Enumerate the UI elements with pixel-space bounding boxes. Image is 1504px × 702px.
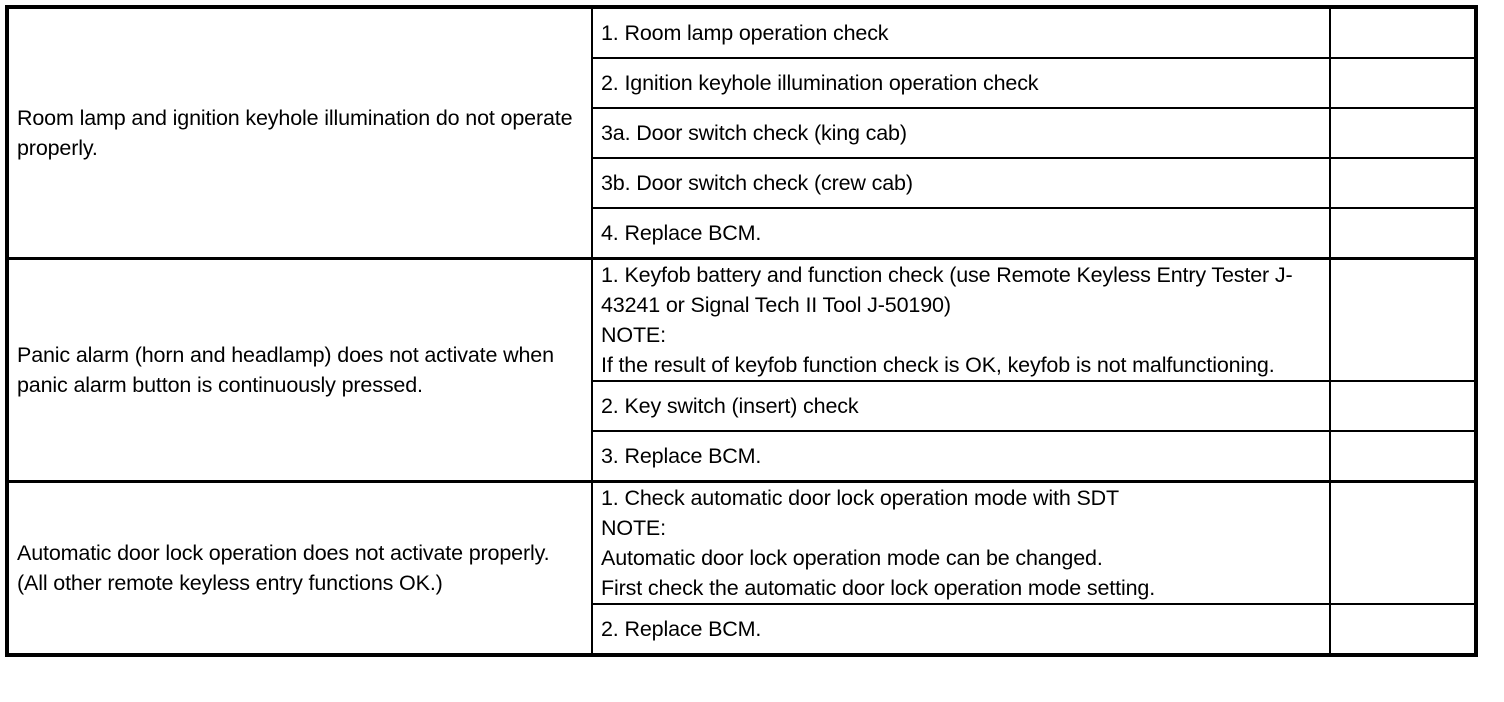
diagnostic-step-text: 2. Key switch (insert) check — [601, 394, 859, 418]
table-row: 3a. Door switch check (king cab) — [7, 107, 1477, 159]
table-row: 2. Key switch (insert) check — [7, 380, 1477, 432]
diagnostic-step-cell: 3a. Door switch check (king cab) — [591, 107, 1331, 159]
reference-cell — [1329, 6, 1477, 59]
table-row: Panic alarm (horn and headlamp) does not… — [6, 257, 1477, 483]
table-row: 3b. Door switch check (crew cab) — [7, 157, 1477, 209]
diagnostic-step-text: 3a. Door switch check (king cab) — [601, 121, 907, 145]
table-row: 2. Replace BCM. — [7, 603, 1477, 656]
diagnostic-step-text: 3b. Door switch check (crew cab) — [601, 171, 913, 195]
diagnostic-step-cell: 1. Keyfob battery and function check (us… — [591, 257, 1331, 382]
diagnostic-step-text: 4. Replace BCM. — [601, 221, 762, 245]
table-body: Room lamp and ignition keyhole illuminat… — [6, 6, 1477, 656]
diagnostic-step-cell: 2. Ignition keyhole illumination operati… — [591, 57, 1331, 109]
reference-cell — [1329, 380, 1477, 432]
diagnostic-step-text: 1. Keyfob battery and function check (us… — [601, 263, 1293, 377]
symptom-text: Room lamp and ignition keyhole illuminat… — [17, 106, 573, 160]
reference-cell — [1329, 107, 1477, 159]
diagnostic-step-text: 3. Replace BCM. — [601, 444, 762, 468]
diagnostic-step-cell: 3b. Door switch check (crew cab) — [591, 157, 1331, 209]
symptom-cell: Panic alarm (horn and headlamp) does not… — [6, 257, 593, 483]
table-row: Automatic door lock operation does not a… — [6, 480, 1477, 656]
symptom-cell: Room lamp and ignition keyhole illuminat… — [6, 6, 593, 260]
diagnostic-step-cell: 2. Key switch (insert) check — [591, 380, 1331, 432]
table-row: 3. Replace BCM. — [7, 430, 1477, 483]
reference-cell — [1329, 157, 1477, 209]
diagnostic-step-cell: 4. Replace BCM. — [591, 207, 1331, 260]
table-row: 2. Ignition keyhole illumination operati… — [7, 57, 1477, 109]
diagnostic-step-text: 1. Room lamp operation check — [601, 21, 889, 45]
symptom-text: Automatic door lock operation does not a… — [17, 541, 550, 595]
diagnostic-step-cell: 3. Replace BCM. — [591, 430, 1331, 483]
reference-cell — [1329, 603, 1477, 656]
table-row: 4. Replace BCM. — [7, 207, 1477, 260]
symptom-text: Panic alarm (horn and headlamp) does not… — [17, 343, 554, 397]
diagnostic-step-text: 2. Ignition keyhole illumination operati… — [601, 71, 1039, 95]
reference-cell — [1329, 57, 1477, 109]
diagnostic-step-cell: 1. Check automatic door lock operation m… — [591, 480, 1331, 605]
diagnostic-step-text: 1. Check automatic door lock operation m… — [601, 486, 1156, 600]
diagnostic-step-cell: 2. Replace BCM. — [591, 603, 1331, 656]
symptom-cell: Automatic door lock operation does not a… — [6, 480, 593, 656]
reference-cell — [1329, 430, 1477, 483]
diagnostic-step-text: 2. Replace BCM. — [601, 617, 762, 641]
reference-cell — [1329, 257, 1477, 382]
symptom-table-page: Room lamp and ignition keyhole illuminat… — [5, 5, 1478, 690]
diagnostic-symptom-table: Room lamp and ignition keyhole illuminat… — [5, 5, 1478, 657]
diagnostic-step-cell: 1. Room lamp operation check — [591, 6, 1331, 59]
reference-cell — [1329, 207, 1477, 260]
reference-cell — [1329, 480, 1477, 605]
table-row: Room lamp and ignition keyhole illuminat… — [6, 6, 1477, 260]
